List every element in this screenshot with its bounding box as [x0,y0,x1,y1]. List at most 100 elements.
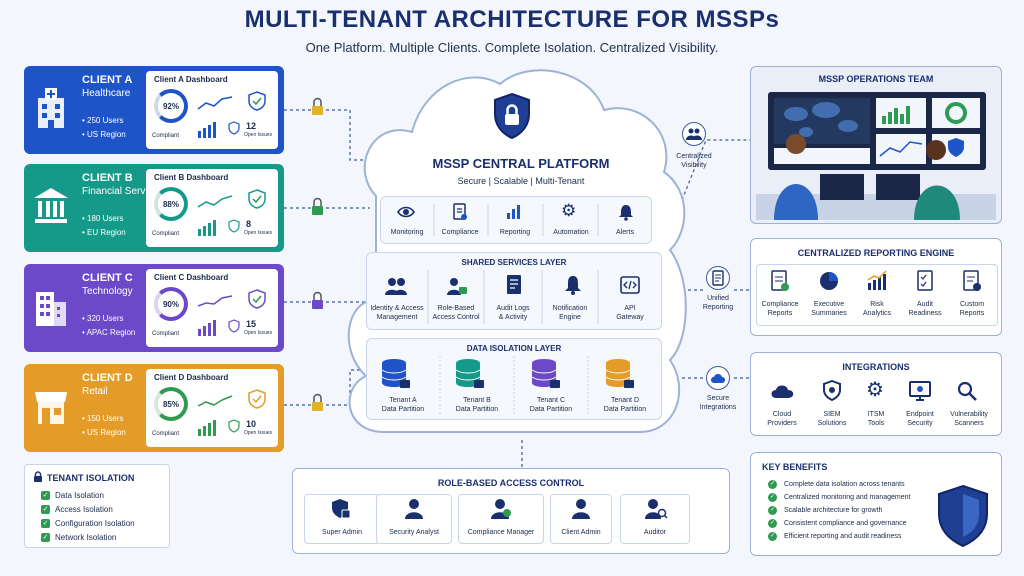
reporting-items-box [756,264,998,326]
role-label: Compliance Manager [467,529,535,536]
rep-3-line2: Readiness [908,310,942,317]
shield-check-icon [248,389,266,409]
audit-log-icon[interactable] [506,274,522,296]
isolation-item: Data Isolation [55,491,104,500]
client-industry: Technology [82,286,133,297]
compliance-report-icon[interactable] [770,270,790,292]
compliance-document-icon[interactable] [452,203,468,221]
rep-4-line2: Reports [959,310,985,317]
client-users: • 180 Users [82,214,124,223]
shared-dividers [427,270,599,324]
cloud-provider-icon[interactable] [770,382,796,400]
open-issues-label: Open Issues [244,230,273,236]
database-c-icon[interactable] [530,358,562,390]
isolation-item: Access Isolation [55,505,113,514]
client-dashboard[interactable]: Client D Dashboard 85% Compliant 10 Open… [146,369,278,447]
cv-line2: Visibility [681,162,707,169]
check-icon: ✓ [768,532,777,541]
endpoint-monitor-icon[interactable] [908,380,932,402]
client-dashboard[interactable]: Client C Dashboard 90% Compliant 15 Open… [146,269,278,347]
custom-report-icon[interactable] [962,270,982,292]
module-reporting[interactable]: Reporting [499,229,531,236]
bar-chart-icon [198,420,216,436]
api-code-icon[interactable] [620,276,640,294]
magnifier-icon[interactable] [956,380,978,402]
compliant-label: Compliant [152,331,180,337]
int-3-line2: Security [907,420,933,427]
users-group-icon[interactable] [384,276,408,296]
shield-icon [228,319,240,333]
audit-checklist-icon[interactable] [916,270,936,292]
role-access-icon[interactable] [446,276,468,296]
modules-bar [380,196,652,244]
siem-shield-icon[interactable] [822,380,842,402]
database-b-icon[interactable] [454,358,486,390]
office-building-icon [36,292,66,326]
compliant-label: Compliant [152,231,180,237]
pie-chart-icon[interactable] [818,270,840,292]
int-4-line2: Scanners [954,420,984,427]
shared-api-line2: Gateway [616,314,644,321]
auditor-search-icon [645,499,668,519]
reporting-bar-icon[interactable] [506,204,522,220]
notification-bell-icon[interactable] [564,274,582,296]
shield-check-icon [248,189,266,209]
risk-analytics-icon[interactable] [866,270,888,292]
client-card-c[interactable]: CLIENT C Technology • 320 Users • APAC R… [24,264,284,352]
module-monitoring[interactable]: Monitoring [390,229,424,236]
module-compliance[interactable]: Compliance [441,229,479,236]
admin-shield-icon [332,499,351,519]
gear-icon[interactable]: ⚙ [561,201,577,220]
centralized-visibility-icon [682,122,706,146]
client-card-b[interactable]: CLIENT B Financial Services • 180 Users … [24,164,284,252]
client-card-d[interactable]: CLIENT D Retail • 150 Users • US Region … [24,364,284,452]
int-1-line1: SIEM [823,411,841,418]
bell-icon[interactable] [618,203,634,221]
database-a-icon[interactable] [380,358,412,390]
module-automation[interactable]: Automation [553,229,589,236]
client-dashboard[interactable]: Client A Dashboard 92% Compliant 12 Open… [146,71,278,149]
page-title: MULTI-TENANT ARCHITECTURE FOR MSSPs [244,6,780,33]
partition-d-line1: Tenant D [610,397,640,404]
int-2-line1: ITSM [867,411,885,418]
role-label: Auditor [643,529,667,536]
open-issues-count: 15 [246,319,257,329]
itsm-gear-icon[interactable]: ⚙ [866,379,884,401]
trend-chart-icon [197,96,233,110]
role-label: Client Admin [561,529,601,536]
client-dashboard[interactable]: Client B Dashboard 88% Compliant 8 Open … [146,169,278,247]
shared-audit[interactable]: Audit Logs& Activity [484,304,542,322]
client-industry: Financial Services [82,186,164,197]
store-icon [35,392,67,424]
open-issues-label: Open Issues [244,330,273,336]
client-card-a[interactable]: CLIENT A Healthcare • 250 Users • US Reg… [24,66,284,154]
compliance-gauge: 85% [154,387,188,421]
eye-icon[interactable] [396,204,416,220]
database-d-icon[interactable] [604,358,636,390]
client-name: CLIENT B [82,172,133,184]
central-platform-subtitle: Secure | Scalable | Multi-Tenant [457,176,585,186]
module-alerts[interactable]: Alerts [616,229,634,236]
central-shield-icon [494,92,530,140]
partition-dividers [439,356,589,414]
role-label: Security Analyst [389,529,439,536]
